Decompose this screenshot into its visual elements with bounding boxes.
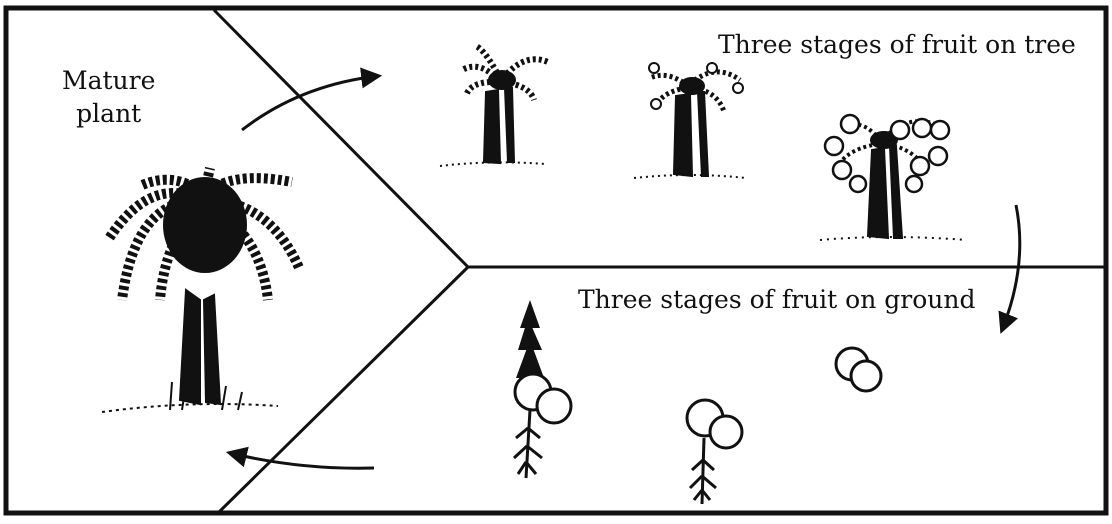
tree-stage-2-illustration [633,62,747,179]
arrow-to-ground-stages [998,204,1022,334]
tree-stage-3-illustration [819,113,967,241]
ground-stage-1-illustration [512,300,573,479]
mature-plant-label-line1: Mature [62,66,156,95]
mature-plant-illustration [101,166,305,413]
divider-lower [216,265,470,515]
tree-stages-label: Three stages of fruit on tree [718,30,1076,59]
mature-plant-label: Mature plant [62,64,155,130]
diagram-border [3,5,1109,516]
mature-plant-label-line2: plant [76,99,142,128]
tree-stage-1-illustration [439,43,550,167]
arrow-to-mature-plant [225,446,375,470]
ground-stage-3-illustration [834,346,883,393]
divider-upper [212,8,470,269]
arrow-to-tree-stages [241,67,383,132]
ground-stage-2-illustration [685,398,744,505]
ground-stages-label: Three stages of fruit on ground [578,285,976,314]
